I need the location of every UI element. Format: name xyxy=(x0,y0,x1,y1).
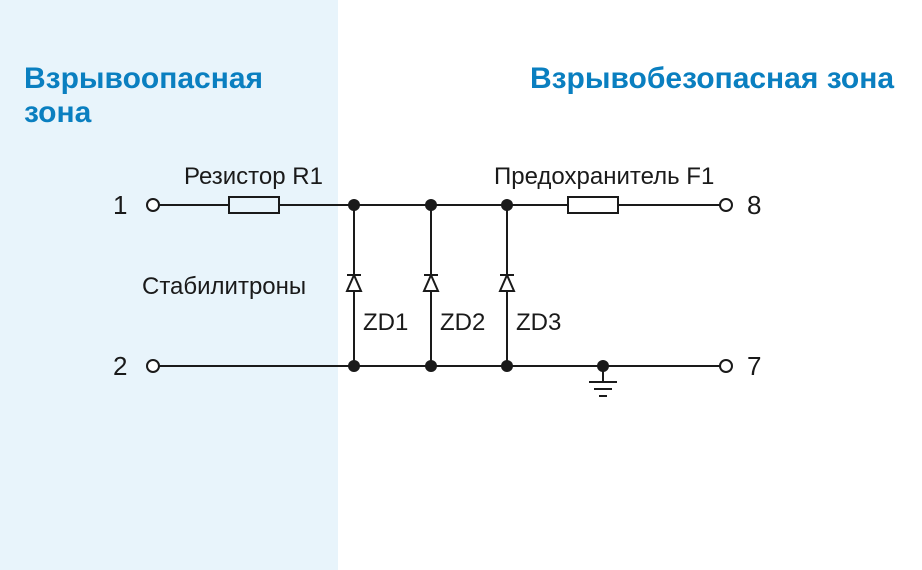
junction-dot xyxy=(501,199,513,211)
junction-dot xyxy=(425,199,437,211)
fuse-f1 xyxy=(567,196,619,214)
terminal-7-circle xyxy=(719,359,733,373)
zener-group-label: Стабилитроны xyxy=(142,273,306,300)
zd2-label: ZD2 xyxy=(440,309,485,336)
zener-zd2 xyxy=(422,205,440,366)
junction-dot xyxy=(501,360,513,372)
terminal-2-label: 2 xyxy=(113,351,127,381)
hazardous-zone-background xyxy=(0,0,338,570)
ground-symbol xyxy=(589,366,617,397)
zener-zd1 xyxy=(345,205,363,366)
terminal-8-circle xyxy=(719,198,733,212)
terminal-2-circle xyxy=(146,359,160,373)
terminal-1-circle xyxy=(146,198,160,212)
resistor-r1 xyxy=(228,196,280,214)
junction-dot xyxy=(348,199,360,211)
junction-dot xyxy=(425,360,437,372)
zener-zd3 xyxy=(498,205,516,366)
terminal-8-label: 8 xyxy=(747,190,761,220)
fuse-label: Предохранитель F1 xyxy=(494,163,714,190)
terminal-1-label: 1 xyxy=(113,190,127,220)
resistor-label: Резистор R1 xyxy=(184,163,323,190)
zd3-label: ZD3 xyxy=(516,309,561,336)
terminal-7-label: 7 xyxy=(747,351,761,381)
zd1-label: ZD1 xyxy=(363,309,408,336)
hazardous-zone-title: Взрывоопасная зона xyxy=(24,62,264,129)
junction-dot xyxy=(597,360,609,372)
safe-zone-title: Взрывобезопасная зона xyxy=(529,62,894,95)
junction-dot xyxy=(348,360,360,372)
